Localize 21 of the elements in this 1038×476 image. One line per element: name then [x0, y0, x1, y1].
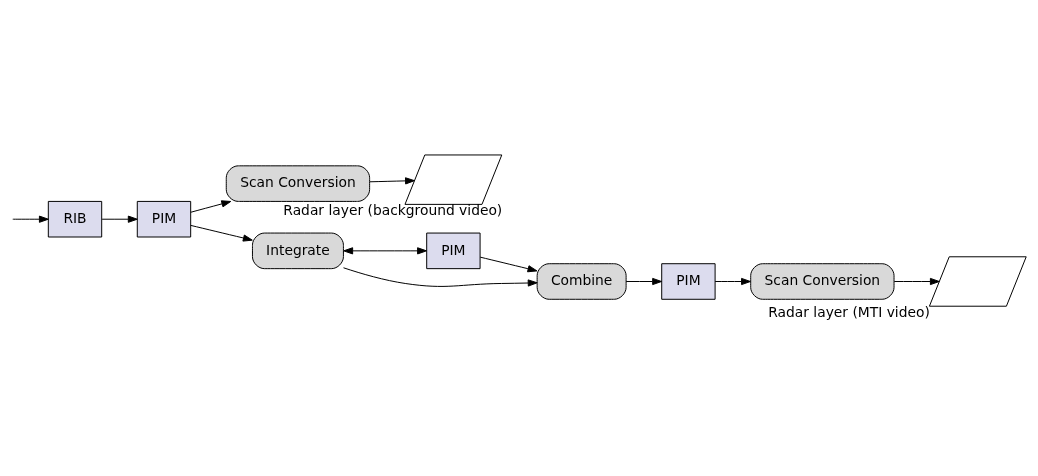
- node-box: Combine: [536, 263, 627, 300]
- node-box: Integrate: [251, 232, 344, 270]
- node-label: Radar layer (MTI video): [768, 304, 930, 321]
- arrow: [190, 200, 232, 213]
- arrow: [479, 256, 538, 273]
- node-box: PIM: [661, 263, 716, 300]
- arrow: [625, 277, 663, 286]
- arrow: [343, 247, 427, 255]
- arrow: [893, 277, 940, 286]
- node-box: Scan Conversion: [225, 165, 371, 202]
- node-box: Scan Conversion: [750, 263, 895, 300]
- node-box: PIM: [136, 200, 192, 238]
- arrow: [190, 224, 253, 242]
- arrow: [714, 277, 751, 286]
- arrow: [343, 267, 538, 287]
- node-label: Radar layer (background video): [283, 202, 503, 219]
- node-box: PIM: [426, 232, 481, 270]
- arrow: [101, 215, 138, 223]
- node-box: RIB: [47, 200, 103, 238]
- arrow: [12, 215, 49, 223]
- arrow: [369, 177, 415, 185]
